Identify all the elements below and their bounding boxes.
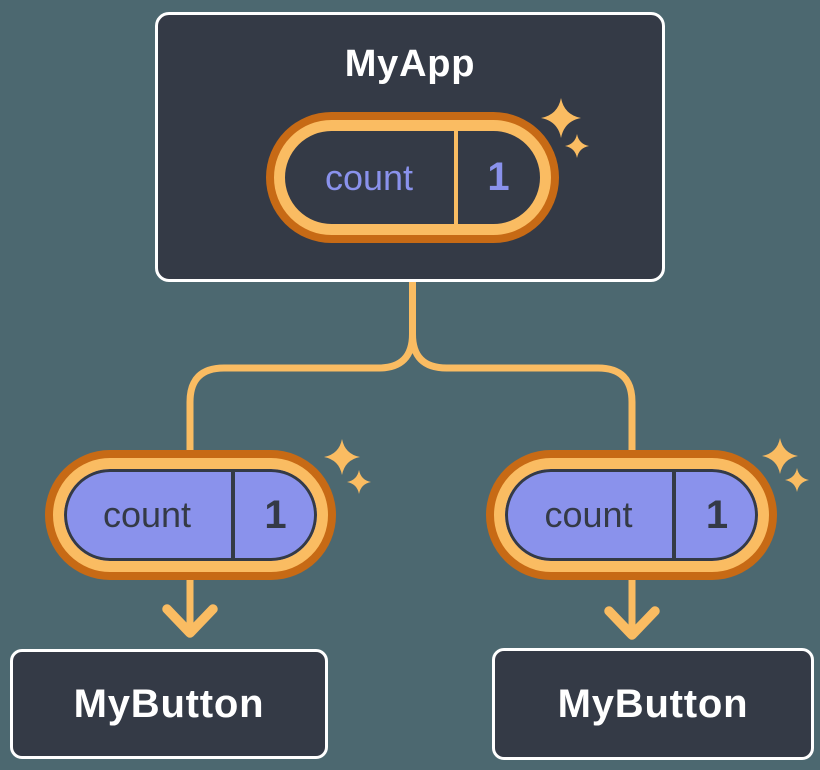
prop-pill-left: count 1: [52, 458, 328, 572]
sparkles-icon: [762, 438, 809, 492]
node-mybutton-title: MyButton: [73, 681, 265, 726]
node-myapp-title: MyApp: [344, 43, 476, 85]
state-pill: count 1: [273, 120, 551, 235]
arrow-down-icon: [162, 604, 218, 638]
connector-line-right: [409, 277, 636, 634]
state-value: 1: [487, 155, 510, 199]
pill-divider: [230, 469, 235, 561]
prop-value: 1: [264, 492, 287, 537]
prop-name: count: [544, 494, 633, 535]
prop-name: count: [102, 494, 192, 535]
pill-divider: [672, 469, 676, 561]
node-mybutton-right: MyButton: [492, 648, 814, 760]
connector-line-left: [186, 277, 416, 632]
node-mybutton-title: MyButton: [557, 681, 749, 726]
prop-value: 1: [705, 492, 729, 537]
arrow-down-icon: [604, 606, 660, 640]
node-mybutton-left: MyButton: [10, 649, 328, 759]
sparkles-icon: [324, 439, 371, 494]
state-name: count: [324, 156, 414, 198]
node-myapp: MyApp count 1: [155, 12, 665, 282]
prop-pill-right: count 1: [494, 458, 769, 572]
pill-divider: [453, 131, 458, 224]
